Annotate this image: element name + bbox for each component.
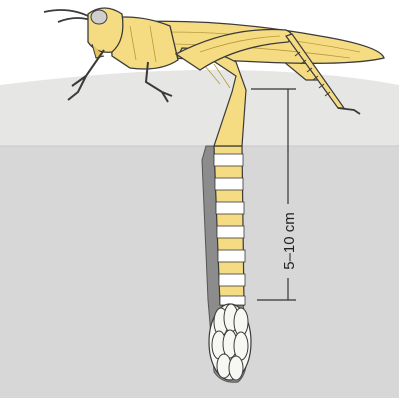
soil-layer: [0, 146, 399, 398]
depth-label: 5–10 cm: [281, 212, 298, 270]
locust-eye: [91, 10, 107, 24]
locust-abdomen-in-burrow: [214, 146, 245, 305]
locust-antenna: [44, 10, 92, 18]
egg-pod: [209, 304, 251, 380]
